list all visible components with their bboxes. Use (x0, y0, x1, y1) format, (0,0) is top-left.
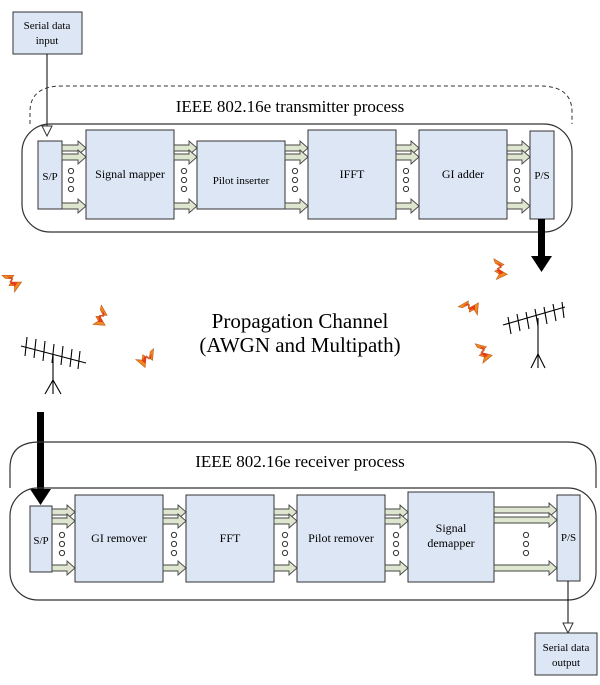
rx-connector-1 (51, 504, 76, 576)
transmitter-title: IEEE 802.16e transmitter process (176, 97, 405, 116)
signal-demapper-label-line1: Signal (436, 521, 467, 535)
tx-connector-2 (173, 140, 198, 214)
tx-connector-1 (61, 140, 87, 214)
rx-sp-block (29, 505, 53, 573)
rx-sp-label: S/P (33, 535, 48, 547)
signal-mapper-label: Signal mapper (95, 167, 165, 181)
dots-icon (392, 531, 400, 557)
ifft-block (307, 129, 397, 220)
ifft-label: IFFT (340, 167, 365, 181)
gi-remover-block (74, 494, 164, 583)
receiver-title: IEEE 802.16e receiver process (195, 452, 405, 471)
antenna-icon (502, 301, 566, 369)
dots-icon (180, 167, 188, 193)
channel-line1: Propagation Channel (212, 309, 389, 333)
tx-ps-label: P/S (534, 170, 549, 182)
gi-adder-label: GI adder (442, 167, 484, 181)
pilot-inserter-label: Pilot inserter (213, 175, 270, 187)
transmitter-panel: IEEE 802.16e transmitter process S/P Sig… (21, 85, 573, 233)
tx-connector-5 (506, 140, 531, 214)
tx-sp-block (37, 140, 63, 210)
rx-ps-label: P/S (561, 532, 576, 544)
dots-icon (58, 531, 66, 557)
fft-block (185, 494, 275, 583)
tx-sp-label: S/P (42, 171, 57, 183)
rx-input-arrow (30, 412, 51, 505)
lightning-icon (474, 341, 494, 365)
dots-icon (281, 531, 289, 557)
lightning-icon (457, 293, 485, 321)
serial-output-label-line1: Serial data (543, 642, 590, 654)
gi-adder-block (418, 129, 508, 220)
rx-connector-2 (162, 504, 187, 576)
gi-remover-label: GI remover (91, 531, 147, 545)
antenna-icon (20, 336, 87, 395)
rx-connector-5 (493, 502, 558, 576)
lightning-icon (1, 269, 25, 295)
dots-icon (402, 167, 410, 193)
tx-connector-4 (395, 140, 420, 214)
tx-output-arrow (531, 219, 552, 272)
serial-input-label-line1: Serial data (24, 20, 71, 32)
dots-icon (170, 531, 178, 557)
rx-connector-3 (273, 504, 298, 576)
channel-line2: (AWGN and Multipath) (199, 333, 400, 357)
serial-input-label-line2: input (36, 35, 59, 47)
dots-icon (67, 167, 75, 193)
signal-demapper-label-line2: demapper (427, 536, 474, 550)
dots-icon (522, 531, 530, 557)
tx-connector-3 (284, 140, 309, 214)
lightning-icon (133, 348, 159, 370)
tx-ps-block (529, 130, 555, 220)
pilot-remover-label: Pilot remover (308, 531, 374, 545)
dots-icon (513, 167, 521, 193)
signal-mapper-block (85, 129, 175, 220)
pilot-inserter-block (196, 140, 286, 210)
rx-connector-4 (384, 504, 409, 576)
serial-output-label-line2: output (552, 657, 580, 669)
lightning-icon (87, 304, 115, 332)
fft-label: FFT (220, 531, 241, 545)
dots-icon (291, 167, 299, 193)
lightning-icon (489, 258, 511, 282)
receiver-panel: IEEE 802.16e receiver process S/P GI rem… (9, 441, 597, 601)
serial-input-box: Serial data input (12, 11, 83, 55)
signal-demapper-block (407, 491, 495, 583)
serial-output-box: Serial data output (534, 632, 598, 676)
pilot-remover-block (296, 494, 386, 583)
